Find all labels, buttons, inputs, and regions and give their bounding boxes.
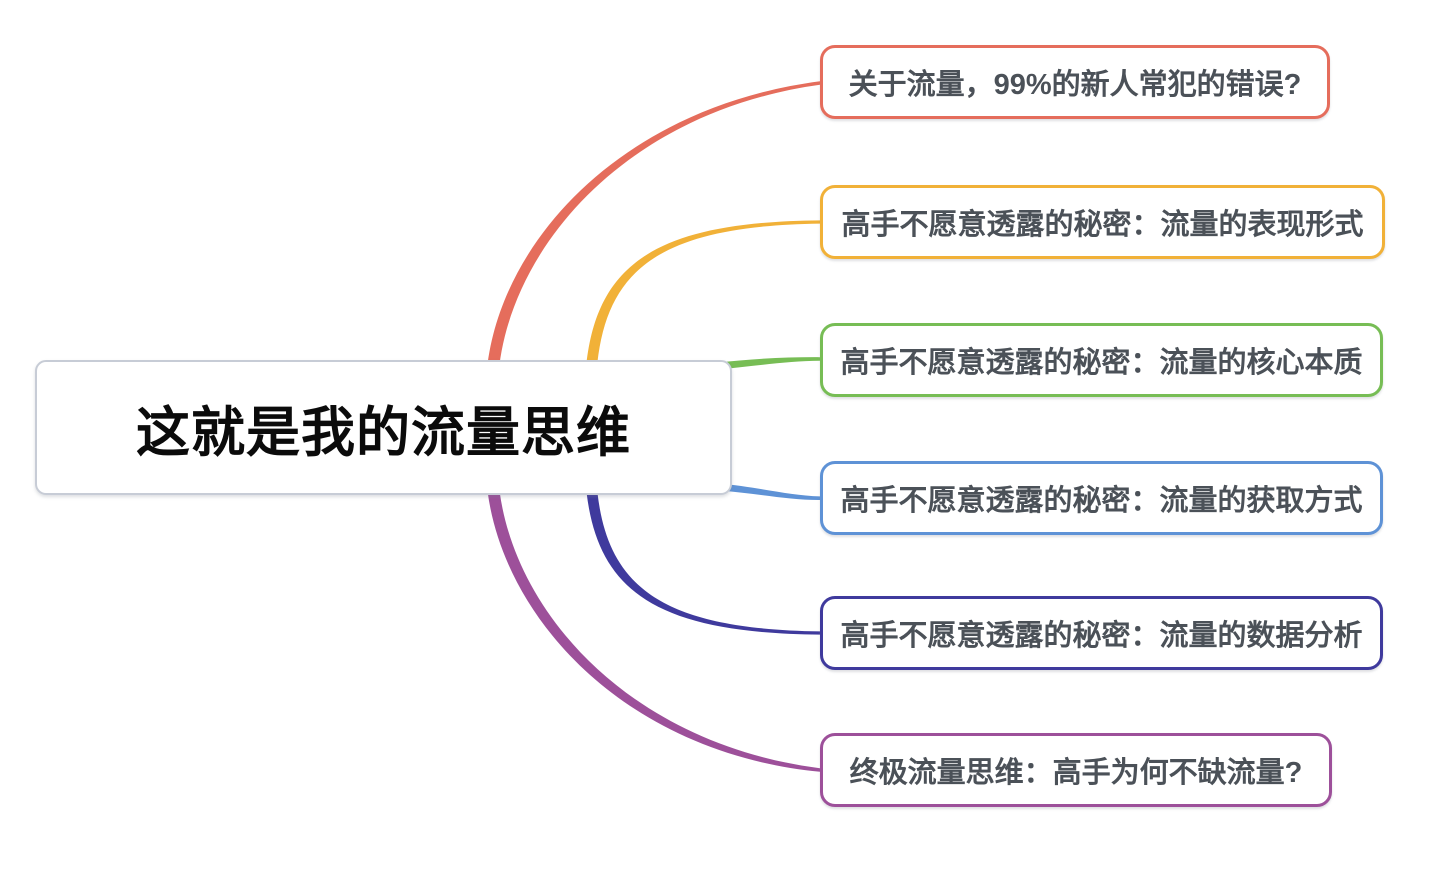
connector-branch-4 (718, 483, 820, 501)
branch-node-4[interactable]: 高手不愿意透露的秘密：流量的获取方式 (820, 461, 1383, 535)
branch-node-1[interactable]: 关于流量，99%的新人常犯的错误? (820, 45, 1330, 119)
branch-label-6: 终极流量思维：高手为何不缺流量? (849, 757, 1303, 789)
connector-branch-2 (585, 220, 820, 380)
connector-branch-5 (585, 475, 820, 635)
central-topic-label: 这就是我的流量思维 (136, 403, 631, 463)
branch-node-6[interactable]: 终极流量思维：高手为何不缺流量? (820, 733, 1332, 807)
connector-branch-3 (718, 357, 820, 370)
branch-node-5[interactable]: 高手不愿意透露的秘密：流量的数据分析 (820, 596, 1383, 670)
central-topic-node[interactable]: 这就是我的流量思维 (35, 360, 732, 495)
branch-label-4: 高手不愿意透露的秘密：流量的获取方式 (840, 485, 1363, 517)
branch-label-5: 高手不愿意透露的秘密：流量的数据分析 (840, 620, 1363, 652)
branch-label-3: 高手不愿意透露的秘密：流量的核心本质 (840, 347, 1363, 379)
branch-node-2[interactable]: 高手不愿意透露的秘密：流量的表现形式 (820, 185, 1385, 259)
branch-label-1: 关于流量，99%的新人常犯的错误? (848, 69, 1302, 101)
connector-branch-6 (486, 475, 820, 772)
connector-branch-1 (486, 81, 820, 380)
branch-label-2: 高手不愿意透露的秘密：流量的表现形式 (841, 209, 1364, 241)
branch-node-3[interactable]: 高手不愿意透露的秘密：流量的核心本质 (820, 323, 1383, 397)
